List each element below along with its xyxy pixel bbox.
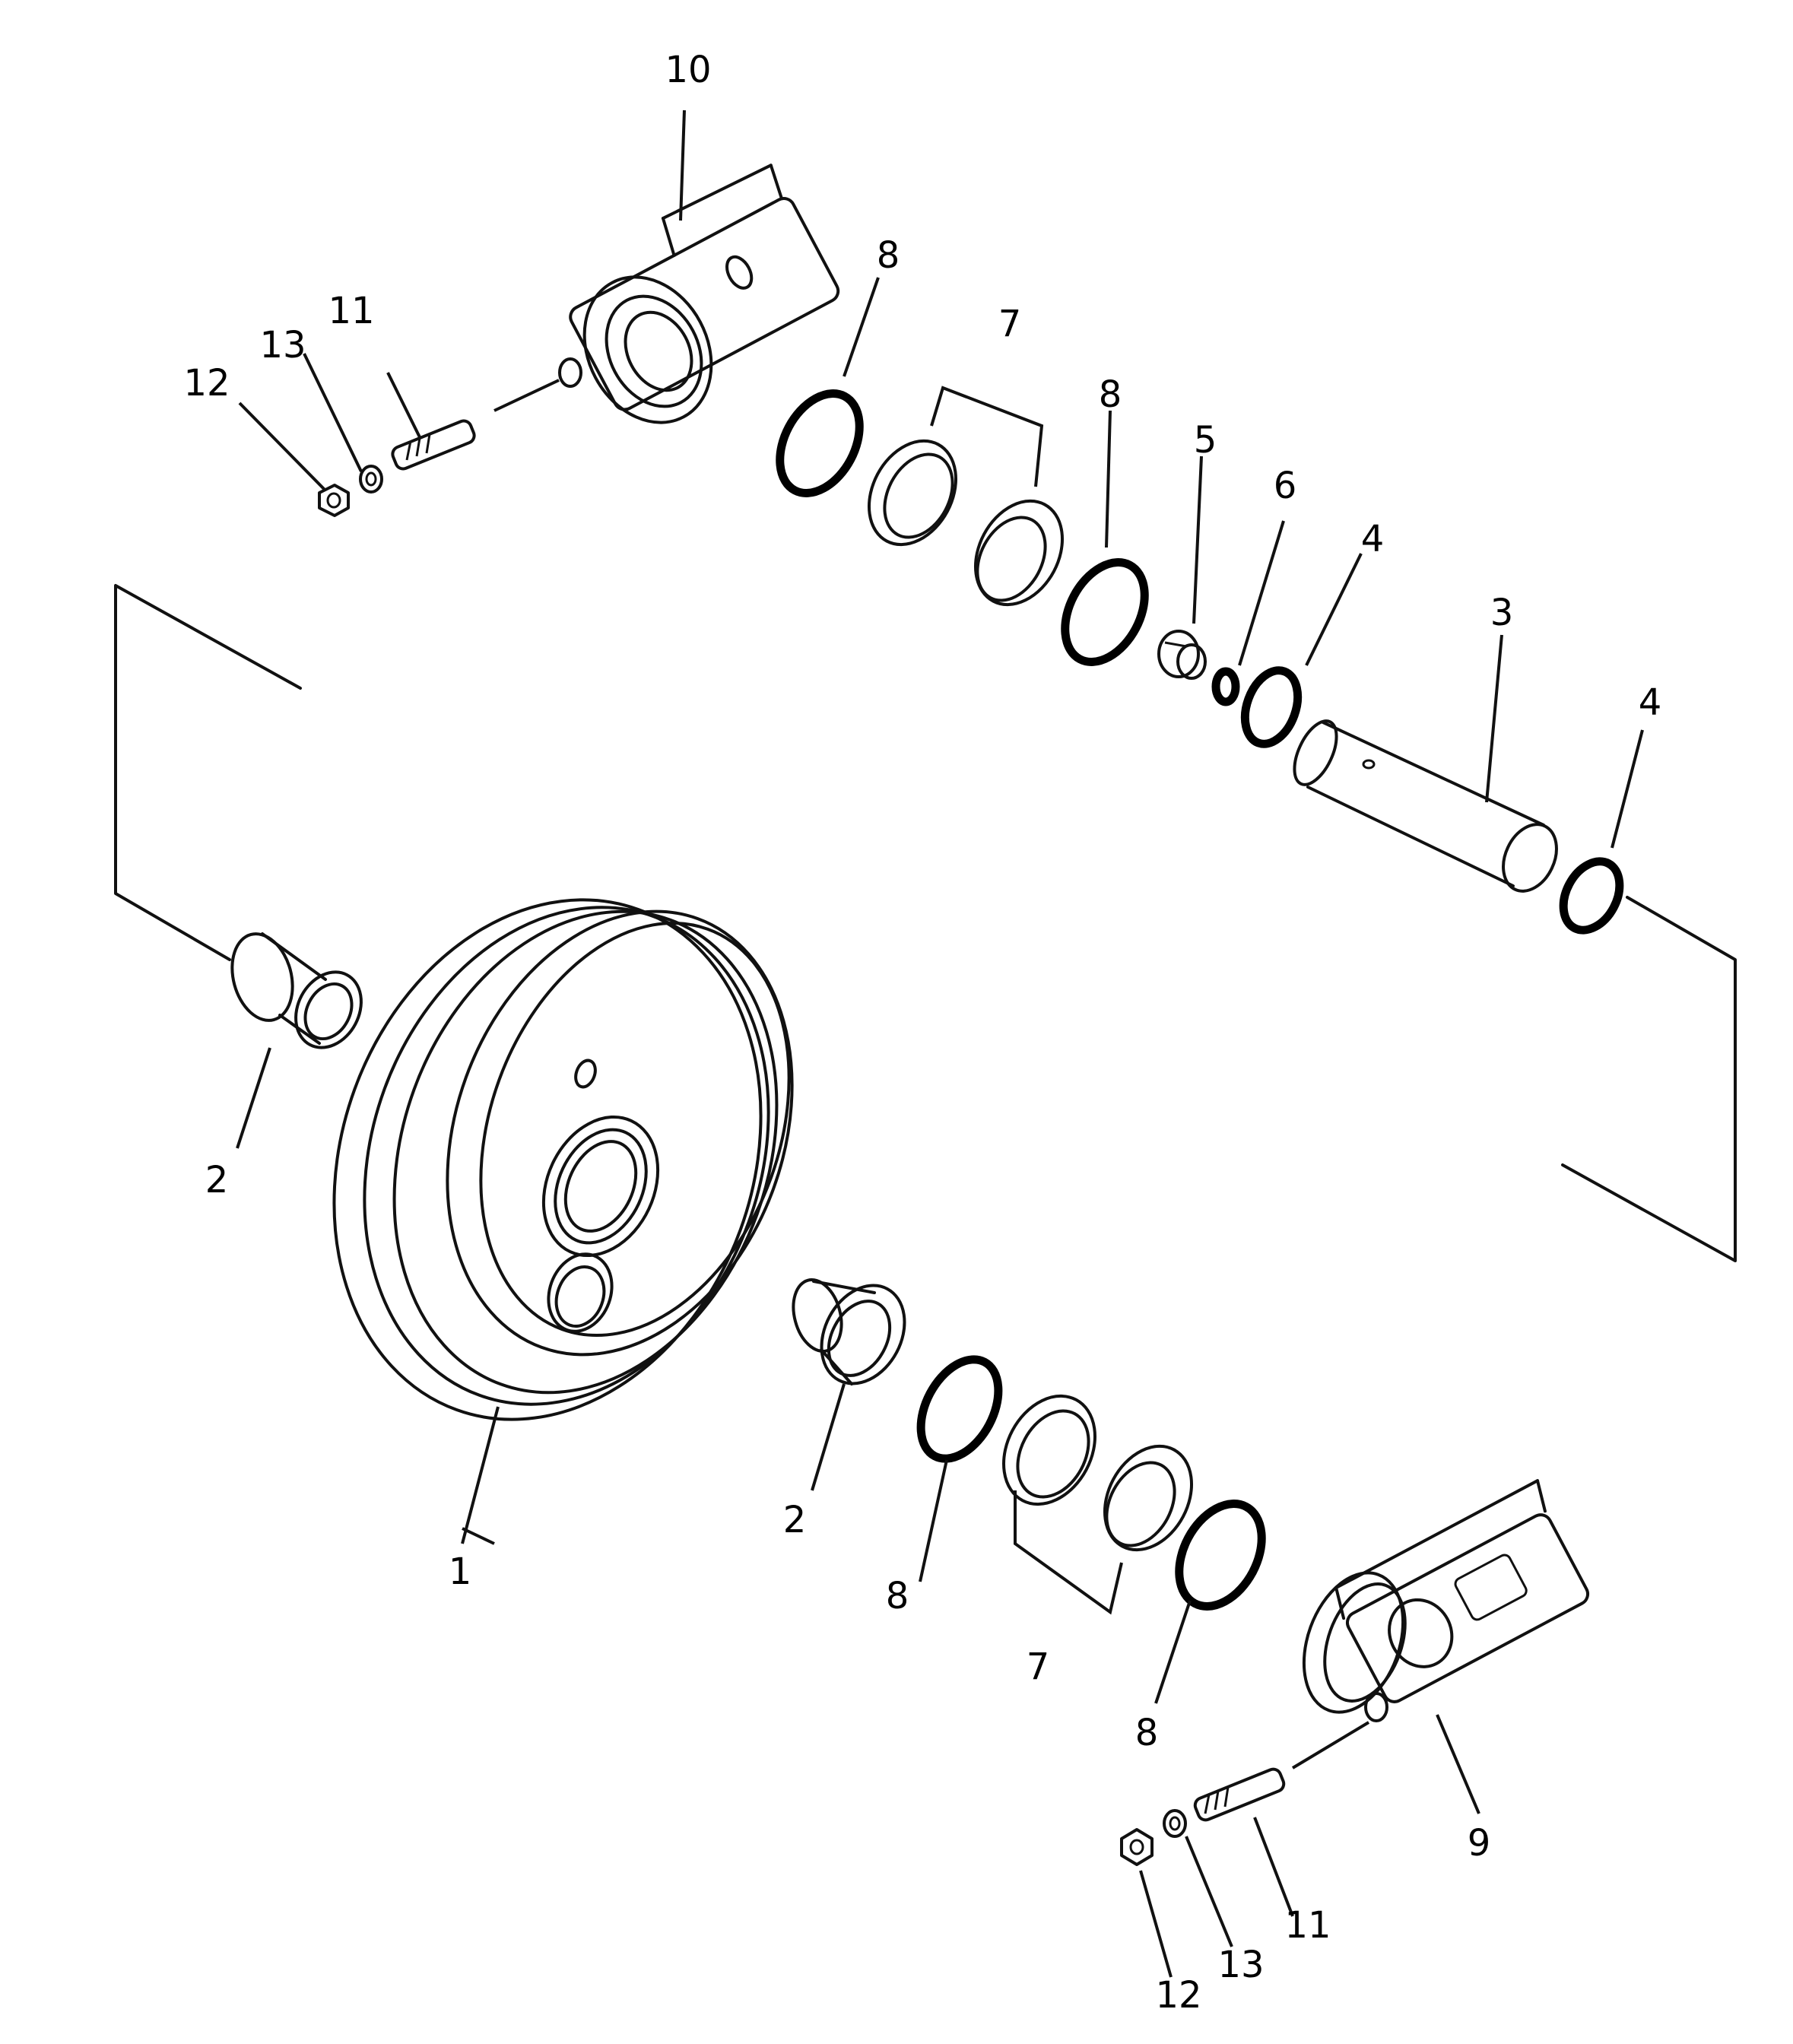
callout-seal-group-lower: 7	[1027, 1646, 1050, 1688]
oring-seal-lower-a-drawing	[916, 1355, 1003, 1463]
support-upper-bore	[558, 275, 713, 424]
plug-drawing	[1157, 630, 1207, 680]
assembly-line-left	[114, 584, 302, 961]
washer-upper-drawing	[359, 465, 383, 494]
callout-plug: 5	[1194, 419, 1217, 462]
oring-seal-upper-a-drawing	[776, 389, 864, 497]
callout-wheel: 1	[449, 1550, 472, 1593]
seal-upper-2-drawing	[973, 499, 1065, 607]
callout-support-upper: 10	[665, 49, 711, 91]
support-upper-drawing	[569, 163, 840, 411]
callout-bolt-upper: 11	[328, 290, 374, 332]
callouts: 1 2 2 3 4 4 5 6 7 7 8 8 8 8 9 10 11 11 1…	[183, 49, 1661, 2017]
oring-small-drawing	[1211, 667, 1240, 706]
oring-shaft-upper-drawing	[1240, 666, 1303, 748]
bolt-lower-drawing	[1193, 1721, 1370, 1822]
callout-shaft: 3	[1490, 592, 1514, 634]
callout-seal-group-upper: 7	[998, 303, 1022, 345]
oring-shaft-end-drawing	[1559, 857, 1624, 935]
washer-lower-drawing	[1163, 1809, 1187, 1838]
wheel-drawing	[332, 898, 794, 1421]
callout-oring-small: 6	[1274, 465, 1297, 507]
seal-upper-1-drawing	[867, 439, 958, 547]
oring-seal-upper-b-drawing	[1061, 558, 1149, 666]
bushing-left-drawing	[230, 932, 363, 1049]
assembly-line-right	[1561, 896, 1737, 1262]
support-lower-drawing	[1302, 1479, 1590, 1722]
callout-bushing-right: 2	[783, 1499, 807, 1541]
callout-washer-upper: 13	[259, 324, 306, 367]
callout-washer-lower: 13	[1217, 1944, 1264, 1986]
callout-oring-seal-lower-b: 8	[1135, 1712, 1159, 1754]
bolt-upper-drawing	[391, 379, 560, 471]
nut-upper-drawing	[318, 484, 350, 517]
oring-seal-lower-b-drawing	[1175, 1500, 1266, 1611]
callout-bushing-left: 2	[205, 1159, 229, 1201]
callout-oring-seal-lower-a: 8	[886, 1575, 909, 1617]
callout-bolt-lower: 11	[1284, 1904, 1331, 1947]
callout-oring-shaft-upper: 4	[1361, 518, 1385, 560]
callout-oring-shaft-end: 4	[1639, 681, 1662, 724]
callout-support-lower: 9	[1468, 1822, 1491, 1865]
bushing-right-drawing	[792, 1278, 906, 1385]
callout-oring-seal-upper-a: 8	[877, 234, 900, 277]
callout-leaders	[236, 110, 1644, 1978]
nut-lower-drawing	[1120, 1828, 1154, 1866]
callout-nut-lower: 12	[1155, 1974, 1201, 2017]
callout-nut-upper: 12	[183, 362, 230, 405]
seal-lower-2-drawing	[1103, 1444, 1194, 1552]
shaft-drawing	[1293, 719, 1558, 893]
callout-oring-seal-upper-b: 8	[1099, 373, 1122, 416]
seal-lower-1-drawing	[1002, 1394, 1096, 1506]
